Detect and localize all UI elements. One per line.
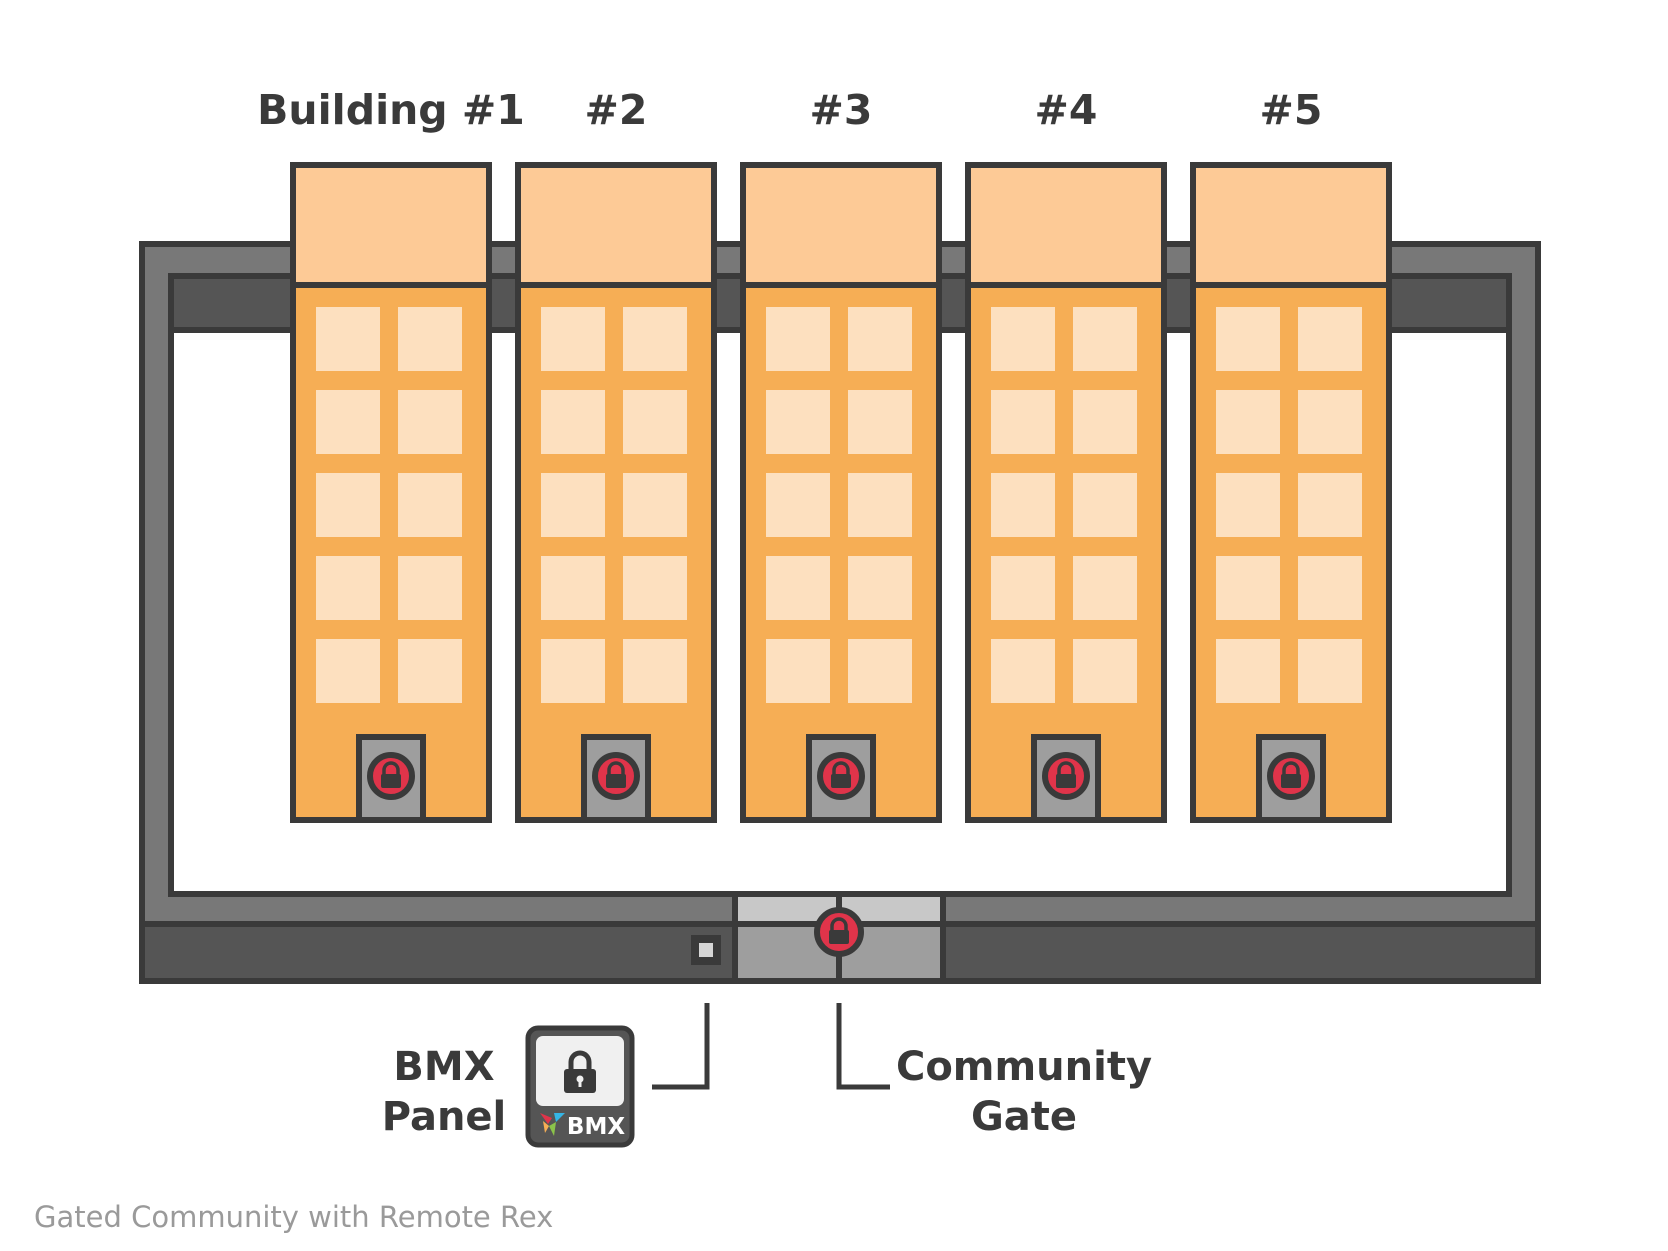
building-label: #5 — [1260, 86, 1323, 134]
door-lock-icon — [592, 752, 640, 800]
building-window — [848, 556, 912, 620]
building-window — [541, 639, 605, 703]
building-window — [316, 390, 380, 454]
building-window — [766, 639, 830, 703]
building-window — [623, 639, 687, 703]
building-window — [1298, 390, 1362, 454]
building-label: Building #1 — [257, 86, 525, 134]
bmx-panel-label-line1: BMX — [393, 1044, 494, 1090]
building-window — [1073, 639, 1137, 703]
building-window — [1298, 639, 1362, 703]
building-window — [1216, 307, 1280, 371]
building-window — [991, 473, 1055, 537]
building-window — [316, 556, 380, 620]
building-window — [991, 556, 1055, 620]
building-window — [848, 473, 912, 537]
building-window — [1073, 556, 1137, 620]
building-window — [766, 473, 830, 537]
building-window — [991, 390, 1055, 454]
building: #2 — [515, 86, 717, 823]
building-window — [766, 390, 830, 454]
building-window — [1216, 639, 1280, 703]
building-window — [316, 473, 380, 537]
diagram-caption: Gated Community with Remote Rex — [34, 1200, 553, 1234]
building-window — [541, 556, 605, 620]
building-window — [623, 390, 687, 454]
building-window — [316, 639, 380, 703]
bmx-panel-connector-line — [652, 1003, 710, 1090]
building-window — [541, 473, 605, 537]
building-window — [991, 307, 1055, 371]
building-window — [1073, 307, 1137, 371]
building-window — [1298, 556, 1362, 620]
building-window — [991, 639, 1055, 703]
bmx-panel-wall-marker — [691, 935, 721, 965]
gate-lock-icon — [814, 907, 864, 957]
building-window — [623, 473, 687, 537]
building: Building #1 — [257, 86, 525, 823]
community-gate — [732, 891, 946, 984]
building-window — [848, 390, 912, 454]
building-window — [398, 390, 462, 454]
community-gate-label-line2: Gate — [971, 1094, 1077, 1140]
building-window — [766, 307, 830, 371]
building-window — [623, 307, 687, 371]
building-window — [316, 307, 380, 371]
building-window — [398, 307, 462, 371]
building-window — [398, 639, 462, 703]
building-window — [541, 390, 605, 454]
building-window — [1073, 473, 1137, 537]
door-lock-icon — [817, 752, 865, 800]
building-roof — [740, 162, 942, 288]
building-roof — [965, 162, 1167, 288]
building-window — [848, 307, 912, 371]
building-window — [1216, 556, 1280, 620]
building-window — [766, 556, 830, 620]
building-window — [398, 473, 462, 537]
door-lock-icon — [1267, 752, 1315, 800]
bmx-panel-label-line2: Panel — [382, 1094, 507, 1140]
door-lock-icon — [1042, 752, 1090, 800]
community-gate-connector-line — [836, 1003, 890, 1090]
building-window — [848, 639, 912, 703]
door-lock-icon — [367, 752, 415, 800]
building-window — [1216, 473, 1280, 537]
community-gate-label-line1: Community — [896, 1044, 1152, 1090]
building-body — [515, 282, 717, 823]
building-roof — [515, 162, 717, 288]
building-body — [965, 282, 1167, 823]
building-roof — [290, 162, 492, 288]
bmx-badge-text: BMX — [567, 1114, 625, 1140]
building-roof — [1190, 162, 1392, 288]
bmx-panel-badge: BMX — [525, 1025, 635, 1148]
building: #4 — [965, 86, 1167, 823]
padlock-icon — [564, 1050, 596, 1093]
building: #5 — [1190, 86, 1392, 823]
building-label: #4 — [1035, 86, 1098, 134]
building-window — [1216, 390, 1280, 454]
building-window — [398, 556, 462, 620]
building-window — [1073, 390, 1137, 454]
building-label: #3 — [810, 86, 873, 134]
building-window — [1298, 307, 1362, 371]
building: #3 — [740, 86, 942, 823]
building-label: #2 — [585, 86, 648, 134]
buildings: Building #1 #2 #3 #4 #5 — [257, 86, 1392, 823]
building-window — [541, 307, 605, 371]
building-window — [623, 556, 687, 620]
building-window — [1298, 473, 1362, 537]
bmx-logo-icon — [540, 1113, 565, 1136]
